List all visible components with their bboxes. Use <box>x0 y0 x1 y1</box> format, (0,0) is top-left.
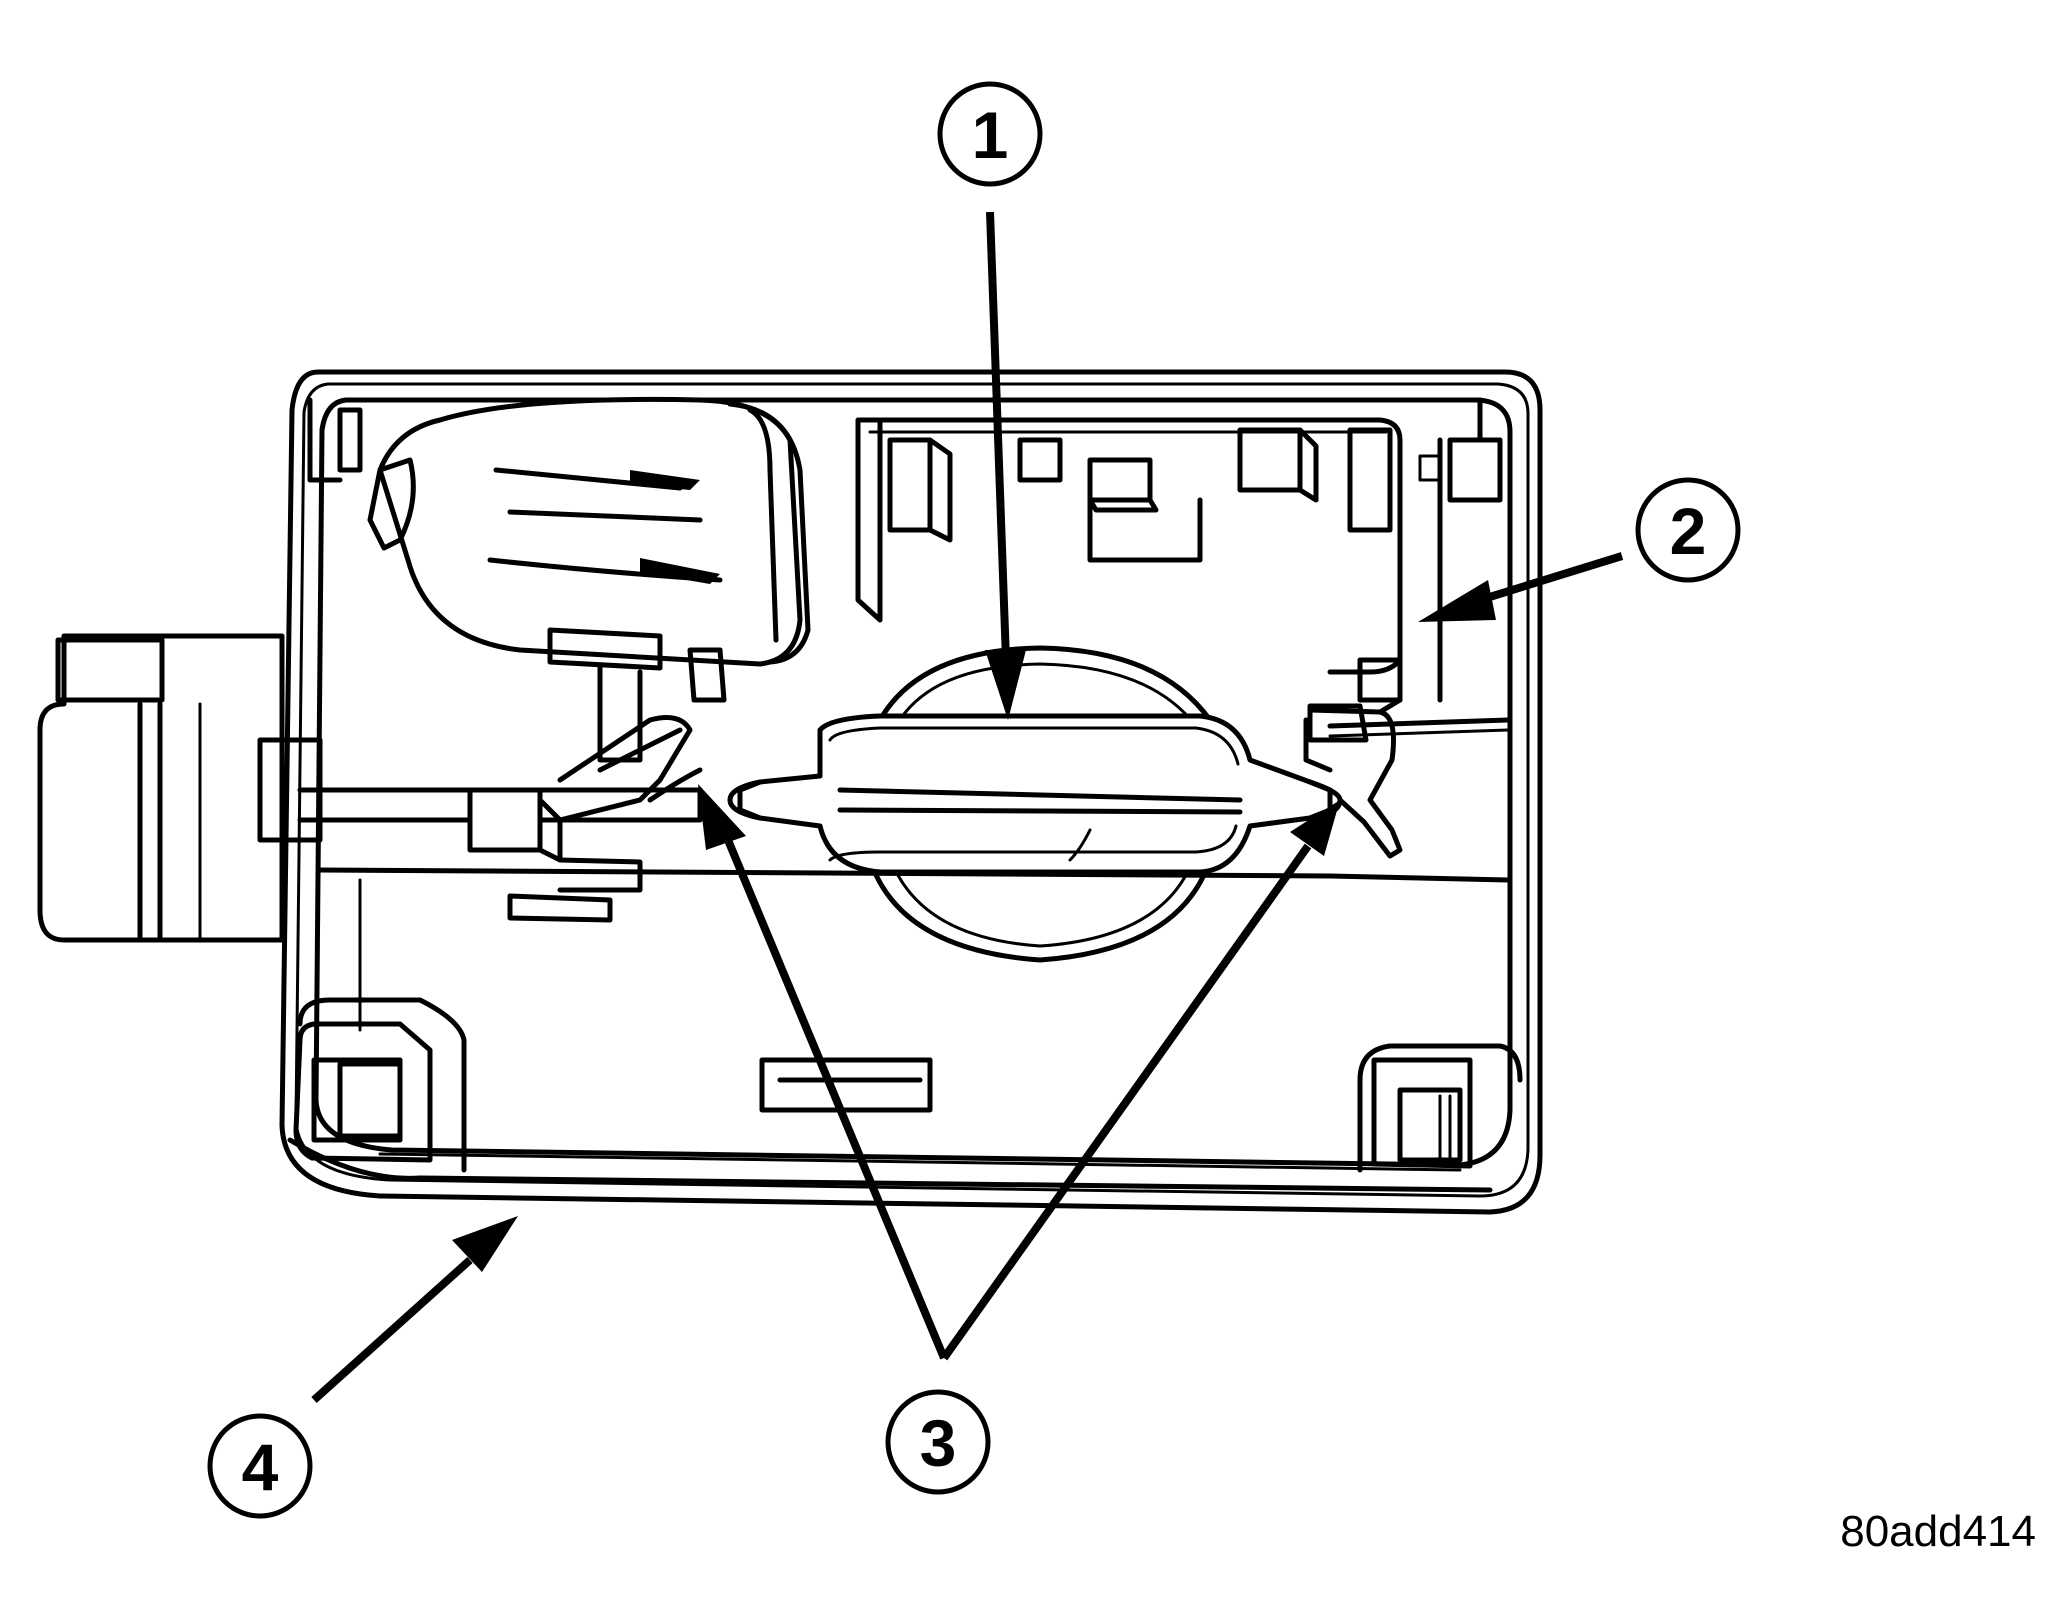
callout-3-label: 3 <box>920 1406 957 1480</box>
internal-brackets <box>307 397 1503 743</box>
callout-4-label: 4 <box>242 1430 279 1504</box>
figure-code: 80add414 <box>1840 1507 2036 1556</box>
bottom-clips <box>293 997 1523 1173</box>
leader-arrows <box>311 211 1624 1403</box>
callout-3: 3 <box>885 1389 991 1495</box>
callout-2-label: 2 <box>1670 494 1707 568</box>
left-contact-clip <box>397 715 703 923</box>
callout-1: 1 <box>937 81 1043 187</box>
electrical-connector <box>37 633 323 943</box>
switch-motor <box>367 396 811 763</box>
bulb <box>727 645 1343 963</box>
callout-1-label: 1 <box>972 98 1009 172</box>
right-contact-clip <box>1303 697 1403 859</box>
callout-2: 2 <box>1635 477 1741 583</box>
lamp-housing <box>279 369 1543 1215</box>
callout-4: 4 <box>207 1413 313 1519</box>
